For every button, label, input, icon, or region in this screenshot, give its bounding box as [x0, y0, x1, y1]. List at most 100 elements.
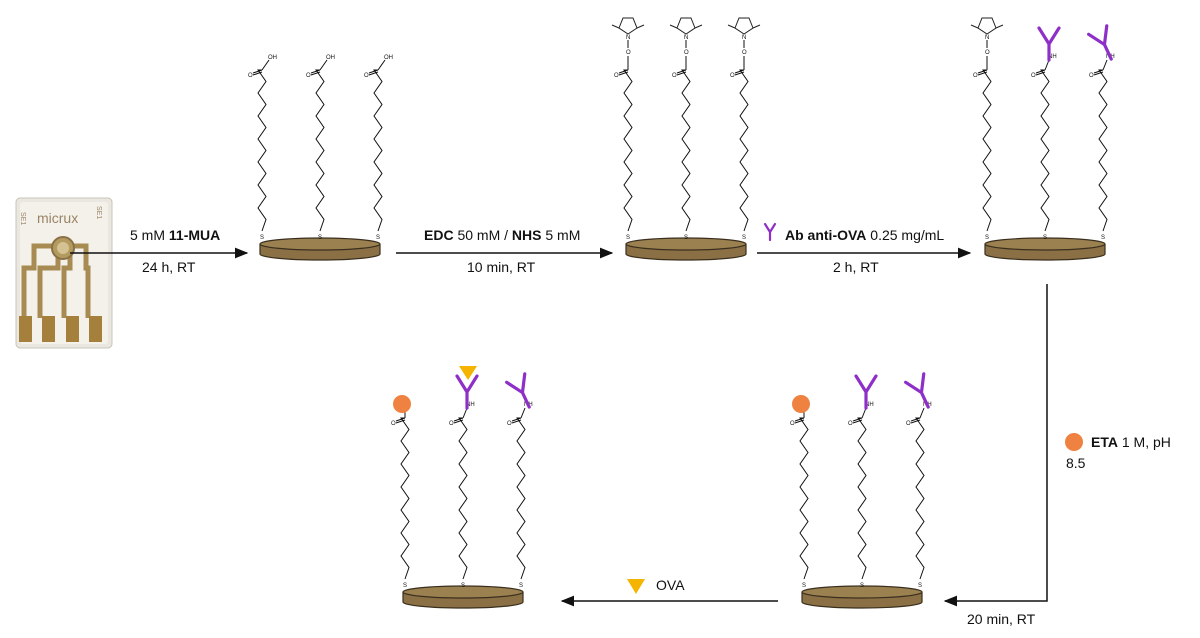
antibody-icon [763, 222, 777, 242]
sulfur-atom-label: S [626, 235, 630, 241]
ova-antigen-glyph [459, 366, 477, 380]
hydroxyl-label: OH [268, 55, 277, 61]
oxygen-atom-label: O [614, 73, 619, 79]
sulfur-atom-label: S [860, 583, 864, 589]
oxygen-atom-label: O [306, 73, 311, 79]
amide-nh-label: NH [1048, 54, 1057, 60]
antibody-glyph [1037, 26, 1061, 62]
alkyl-chain: S [681, 69, 691, 241]
alkyl-chain: S [400, 417, 410, 589]
oxygen-atom-label: O [790, 421, 795, 427]
nitrogen-atom-label: N [985, 35, 989, 41]
stage-nhs-monolayer: S O O N S O O N S O O N [611, 17, 761, 241]
alkyl-chain: S [257, 69, 267, 241]
oxygen-atom-label: O [507, 421, 512, 427]
sulfur-atom-label: S [985, 235, 989, 241]
eta-icon [1065, 433, 1083, 451]
chip-se-left-label: SE1 [19, 212, 26, 225]
nhs-ester-group: O O N [727, 17, 761, 79]
alkyl-chain: S [315, 69, 325, 241]
stage-antibody-electrode [984, 237, 1106, 261]
stage-ova-electrode [402, 585, 524, 609]
step4-reagent-label: ETA 1 M, pH [1091, 434, 1171, 450]
eta-capped-group: O [790, 395, 810, 427]
alkyl-chain: S [516, 417, 526, 589]
ester-oxygen-label: O [742, 50, 747, 56]
sulfur-atom-label: S [260, 235, 264, 241]
alkyl-chain: S [1040, 69, 1050, 241]
alkyl-chain: S [915, 417, 925, 589]
electrode-chip: micrux SE1 SE1 [15, 197, 113, 349]
step2-condition-label: 10 min, RT [467, 259, 536, 275]
stage-antibody-monolayer: S O O N S O NH S O NH [970, 17, 1115, 241]
amide-group: O NH [1031, 54, 1057, 79]
carboxyl-group: O OH [306, 55, 335, 79]
electrode-stages: SOOHSOOHSOOHSOONSOONSOONSOONSONHSONHSOSO… [248, 17, 1115, 609]
sulfur-atom-label: S [918, 583, 922, 589]
alkyl-chain: S [373, 69, 383, 241]
succinimide-ring [970, 17, 1004, 35]
nitrogen-atom-label: N [742, 35, 746, 41]
stage-mua-electrode [259, 237, 381, 261]
antibody-glyph [854, 374, 878, 410]
step2-reagent-label: EDC 50 mM / NHS 5 mM [424, 227, 580, 243]
antibody-glyph [904, 372, 930, 409]
oxygen-atom-label: O [973, 73, 978, 79]
step4-condition-label: 20 min, RT [967, 611, 1036, 627]
antibody-glyph [1087, 24, 1113, 61]
step1-condition-label: 24 h, RT [142, 259, 196, 275]
hydroxyl-label: OH [326, 55, 335, 61]
amide-nh-label: NH [865, 402, 874, 408]
stage-blocked-electrode [801, 585, 923, 609]
sulfur-atom-label: S [1043, 235, 1047, 241]
oxygen-atom-label: O [449, 421, 454, 427]
oxygen-atom-label: O [1089, 73, 1094, 79]
eta-capped-group: O [391, 395, 411, 427]
arrow-step4 [943, 284, 1048, 607]
alkyl-chain: S [739, 69, 749, 241]
ester-oxygen-label: O [684, 50, 689, 56]
alkyl-chain: S [458, 417, 468, 589]
oxygen-atom-label: O [730, 73, 735, 79]
hydroxyl-label: OH [384, 55, 393, 61]
ester-oxygen-label: O [626, 50, 631, 56]
ova-icon [627, 579, 645, 594]
alkyl-chain: S [1098, 69, 1108, 241]
stage-nhs-electrode [625, 237, 747, 261]
step4-reagent-label-line2: 8.5 [1066, 455, 1086, 471]
chip-brand-label: micrux [37, 210, 78, 226]
sulfur-atom-label: S [376, 235, 380, 241]
alkyl-chain: S [857, 417, 867, 589]
nhs-ester-group: OON [669, 17, 703, 79]
step5-reagent-label: OVA [656, 577, 685, 593]
succinimide-ring [727, 17, 761, 35]
antibody-glyph [455, 374, 479, 410]
nhs-ester-group: OON [970, 17, 1004, 79]
amide-nh-label: NH [466, 402, 475, 408]
oxygen-atom-label: O [364, 73, 369, 79]
sulfur-atom-label: S [742, 235, 746, 241]
succinimide-ring [611, 17, 645, 35]
step3-reagent-label: Ab anti-OVA 0.25 mg/mL [785, 227, 944, 243]
alkyl-chain: S [623, 69, 633, 241]
oxygen-atom-label: O [672, 73, 677, 79]
nitrogen-atom-label: N [626, 35, 630, 41]
sulfur-atom-label: S [519, 583, 523, 589]
oxygen-atom-label: O [848, 421, 853, 427]
sulfur-atom-label: S [1101, 235, 1105, 241]
step3-condition-label: 2 h, RT [833, 259, 879, 275]
nhs-ester-group: O O N [611, 17, 645, 79]
oxygen-atom-label: O [391, 421, 396, 427]
oxygen-atom-label: O [906, 421, 911, 427]
carboxyl-group: O OH [364, 55, 393, 79]
sulfur-atom-label: S [684, 235, 688, 241]
alkyl-chain: S [799, 417, 809, 589]
carboxyl-group: O OH [248, 55, 277, 79]
chip-se-right-label: SE1 [95, 206, 102, 219]
antibody-glyph [505, 372, 531, 409]
oxygen-atom-label: O [248, 73, 253, 79]
oxygen-atom-label: O [1031, 73, 1036, 79]
amide-group: O NH [848, 402, 874, 427]
